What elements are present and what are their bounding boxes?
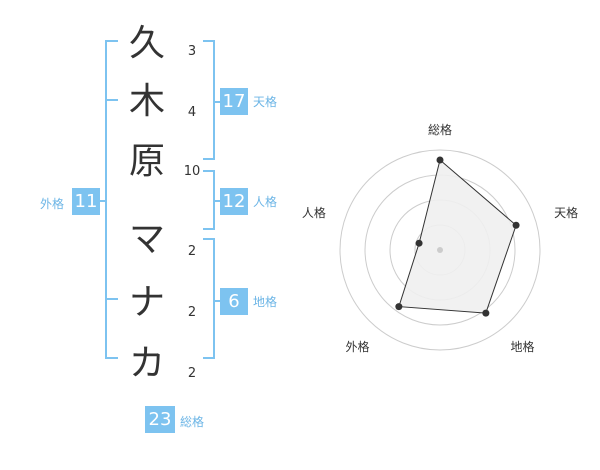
stroke-count-2: 4	[187, 105, 197, 120]
radar-axis-label-1: 天格	[554, 205, 578, 220]
soukaku-badge: 23	[145, 406, 175, 433]
stroke-count-4: 2	[187, 244, 197, 259]
tenkaku-badge: 17	[220, 88, 248, 115]
radar-data-polygon	[398, 159, 517, 314]
jinkaku-badge: 12	[220, 188, 248, 215]
gaikaku-bracket-top	[105, 40, 118, 42]
jinkaku-bracket-connector	[214, 200, 222, 202]
jinkaku-bracket-top	[203, 170, 215, 172]
jinkaku-bracket-bottom	[203, 228, 215, 230]
name-char-3: 原	[128, 141, 165, 182]
stroke-count-5: 2	[187, 305, 197, 320]
chikaku-bracket-bottom	[203, 357, 215, 359]
radar-point-4	[415, 239, 423, 247]
gaikaku-bracket-bottom	[105, 357, 118, 359]
gaikaku-bracket-connector	[98, 200, 106, 202]
stroke-count-1: 3	[187, 44, 197, 59]
gaikaku-label: 外格	[40, 197, 65, 211]
stroke-count-6: 2	[187, 366, 197, 381]
gaikaku-bracket-tick-lower	[105, 298, 118, 300]
radar-axis-label-0: 総格	[428, 122, 452, 137]
gaikaku-bracket-tick-upper	[105, 99, 118, 101]
radar-center-dot	[437, 247, 443, 253]
tenkaku-bracket-bottom	[203, 158, 215, 160]
radar-axis-label-4: 人格	[302, 205, 326, 220]
radar-point-3	[395, 303, 403, 311]
chikaku-bracket-connector	[214, 300, 222, 302]
name-char-1: 久	[128, 23, 165, 64]
name-char-2: 木	[128, 81, 165, 122]
chikaku-label: 地格	[253, 295, 278, 309]
tenkaku-bracket-connector	[214, 101, 222, 103]
radar-axis-label-2: 地格	[511, 339, 535, 354]
radar-axis-label-3: 外格	[345, 339, 369, 354]
soukaku-label: 総格	[180, 415, 205, 429]
tenkaku-bracket-vertical	[213, 40, 215, 160]
name-char-5: ナ	[128, 282, 165, 323]
chikaku-bracket-vertical	[213, 238, 215, 358]
jinkaku-label: 人格	[253, 195, 278, 209]
radar-point-0	[436, 156, 444, 164]
stroke-count-3: 10	[183, 164, 201, 179]
tenkaku-label: 天格	[253, 95, 278, 109]
name-char-4: マ	[128, 219, 165, 260]
tenkaku-bracket-top	[203, 40, 215, 42]
radar-grid-ring	[339, 149, 541, 351]
radar-point-1	[512, 221, 520, 229]
chikaku-bracket-top	[203, 238, 215, 240]
chikaku-badge: 6	[220, 288, 248, 315]
radar-point-2	[482, 309, 490, 317]
gaikaku-badge: 11	[72, 188, 100, 215]
name-char-6: カ	[128, 343, 165, 384]
gaikaku-bracket-vertical	[105, 40, 107, 358]
